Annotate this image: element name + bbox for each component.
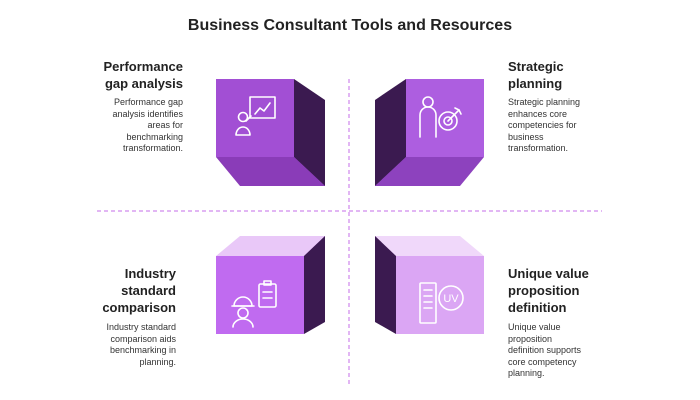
quadrant-2-title: Strategic planning: [508, 58, 564, 92]
quadrant-4-description: Unique value proposition definition supp…: [508, 322, 581, 380]
description-line: benchmarking in: [109, 345, 176, 355]
quadrant-2-description: Strategic planning enhances core compete…: [508, 97, 580, 155]
description-line: transformation.: [508, 143, 569, 153]
description-line: enhances core: [508, 108, 568, 119]
quadrant-1-title: Performance gap analysis: [104, 58, 183, 92]
title-line: definition: [508, 300, 567, 315]
description-line: business: [508, 131, 544, 142]
description-line: comparison aids: [110, 333, 176, 344]
title-line: Strategic: [508, 59, 564, 74]
block-side: [304, 236, 325, 334]
description-line: planning.: [508, 368, 545, 378]
description-line: planning.: [139, 356, 176, 367]
block-side: [294, 79, 325, 186]
quadrant-3-block: [216, 236, 325, 334]
description-line: competencies for: [508, 120, 577, 130]
page-title: Business Consultant Tools and Resources: [187, 17, 513, 34]
uv-document-icon: UV: [419, 282, 464, 324]
quadrant-1-block: [216, 79, 325, 186]
title-line: Unique value: [508, 266, 589, 281]
description-line: analysis identifies: [112, 108, 183, 119]
worker-clipboard-icon: [231, 280, 277, 328]
description-line: transformation.: [122, 143, 183, 153]
description-line: Performance gap: [113, 97, 183, 107]
description-line: proposition: [508, 333, 553, 344]
target-person-icon: [419, 96, 462, 138]
uv-label: UV: [443, 293, 459, 305]
title-line: standard: [121, 283, 176, 298]
description-line: areas for: [147, 120, 183, 130]
title-line: Performance: [103, 59, 183, 74]
title-line: planning: [508, 76, 563, 91]
title-line: comparison: [102, 300, 176, 315]
title-line: Industry: [124, 266, 176, 281]
description-line: definition supports: [508, 345, 582, 355]
description-line: Unique value: [508, 322, 561, 332]
quadrant-4-title: Unique value proposition definition: [508, 265, 589, 316]
block-top: [216, 236, 325, 256]
description-line: benchmarking: [126, 131, 183, 142]
quadrant-2-block: [375, 79, 484, 186]
block-top: [375, 236, 484, 256]
block-side: [375, 79, 406, 186]
block-bottom: [375, 157, 484, 186]
description-line: Industry standard: [106, 322, 176, 332]
front-square: [216, 256, 304, 334]
quadrant-1-description: Performance gap analysis identifies area…: [112, 97, 183, 155]
quadrant-3-description: Industry standard comparison aids benchm…: [106, 322, 176, 368]
title-line: gap analysis: [104, 76, 183, 91]
quadrant-3-title: Industry standard comparison: [102, 265, 176, 316]
description-line: Strategic planning: [508, 97, 581, 107]
quadrant-4-block: UV: [375, 236, 484, 334]
description-line: core competency: [508, 356, 577, 367]
block-side: [375, 236, 396, 334]
presentation-chart-icon: [235, 96, 276, 136]
block-bottom: [216, 157, 325, 186]
title-line: proposition: [508, 283, 580, 298]
